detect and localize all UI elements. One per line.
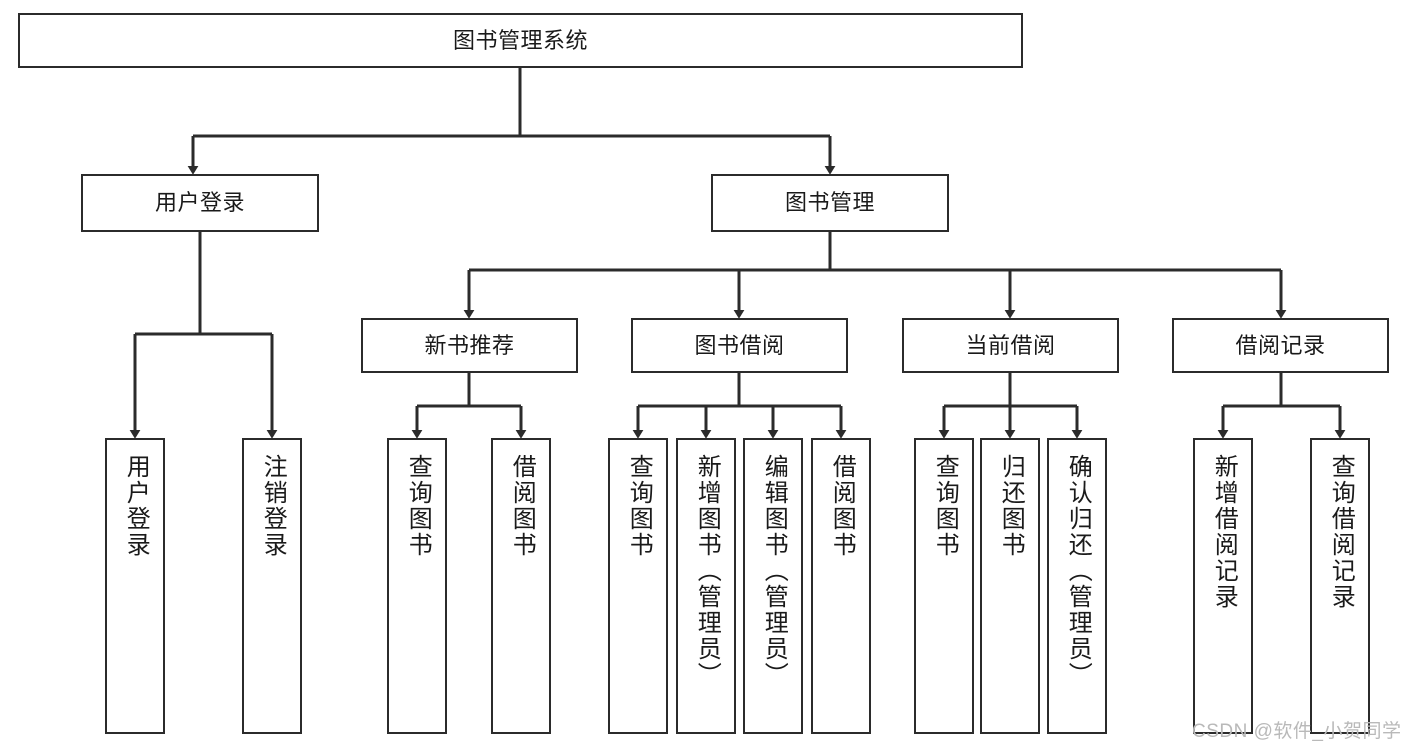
node-current-borrow[interactable]: 当前借阅	[902, 318, 1119, 373]
node-current-borrow-label: 当前借阅	[965, 332, 1056, 358]
node-leaf-query-book-3-label: 查询图书	[931, 454, 959, 558]
node-leaf-borrow-book-1[interactable]: 借阅图书	[491, 438, 551, 734]
node-leaf-return-book-label: 归还图书	[997, 454, 1025, 558]
node-book-borrow[interactable]: 图书借阅	[631, 318, 848, 373]
node-user-login-label: 用户登录	[154, 190, 245, 216]
node-leaf-return-book[interactable]: 归还图书	[980, 438, 1040, 734]
node-leaf-add-record-label: 新增借阅记录	[1210, 454, 1238, 610]
node-leaf-borrow-book-2[interactable]: 借阅图书	[811, 438, 871, 734]
node-leaf-user-login-label: 用户登录	[122, 454, 150, 558]
node-leaf-query-book-3[interactable]: 查询图书	[914, 438, 974, 734]
node-leaf-confirm-return-label: 确认归还（管理员）	[1064, 454, 1092, 688]
node-leaf-confirm-return[interactable]: 确认归还（管理员）	[1047, 438, 1107, 734]
node-leaf-add-book[interactable]: 新增图书（管理员）	[676, 438, 736, 734]
node-leaf-logout-login-label: 注销登录	[259, 454, 287, 558]
node-leaf-query-book-2[interactable]: 查询图书	[608, 438, 668, 734]
node-leaf-query-book-1-label: 查询图书	[404, 454, 432, 558]
node-leaf-edit-book-label: 编辑图书（管理员）	[760, 454, 788, 688]
node-new-book-rec-label: 新书推荐	[424, 332, 515, 358]
node-root[interactable]: 图书管理系统	[18, 13, 1023, 68]
node-book-borrow-label: 图书借阅	[694, 332, 785, 358]
node-book-manage[interactable]: 图书管理	[711, 174, 949, 232]
node-borrow-record-label: 借阅记录	[1235, 332, 1326, 358]
node-root-label: 图书管理系统	[452, 27, 588, 53]
node-leaf-add-book-label: 新增图书（管理员）	[693, 454, 721, 688]
node-book-manage-label: 图书管理	[784, 190, 875, 216]
node-leaf-query-record-label: 查询借阅记录	[1327, 454, 1355, 610]
node-leaf-query-record[interactable]: 查询借阅记录	[1310, 438, 1370, 734]
node-leaf-query-book-2-label: 查询图书	[625, 454, 653, 558]
node-user-login[interactable]: 用户登录	[81, 174, 319, 232]
node-leaf-logout-login[interactable]: 注销登录	[242, 438, 302, 734]
node-borrow-record[interactable]: 借阅记录	[1172, 318, 1389, 373]
node-new-book-rec[interactable]: 新书推荐	[361, 318, 578, 373]
node-leaf-query-book-1[interactable]: 查询图书	[387, 438, 447, 734]
node-leaf-edit-book[interactable]: 编辑图书（管理员）	[743, 438, 803, 734]
node-leaf-add-record[interactable]: 新增借阅记录	[1193, 438, 1253, 734]
node-leaf-borrow-book-1-label: 借阅图书	[508, 454, 536, 558]
node-leaf-borrow-book-2-label: 借阅图书	[828, 454, 856, 558]
node-leaf-user-login[interactable]: 用户登录	[105, 438, 165, 734]
csdn-watermark: CSDN @软件_小贺同学	[1192, 721, 1402, 742]
